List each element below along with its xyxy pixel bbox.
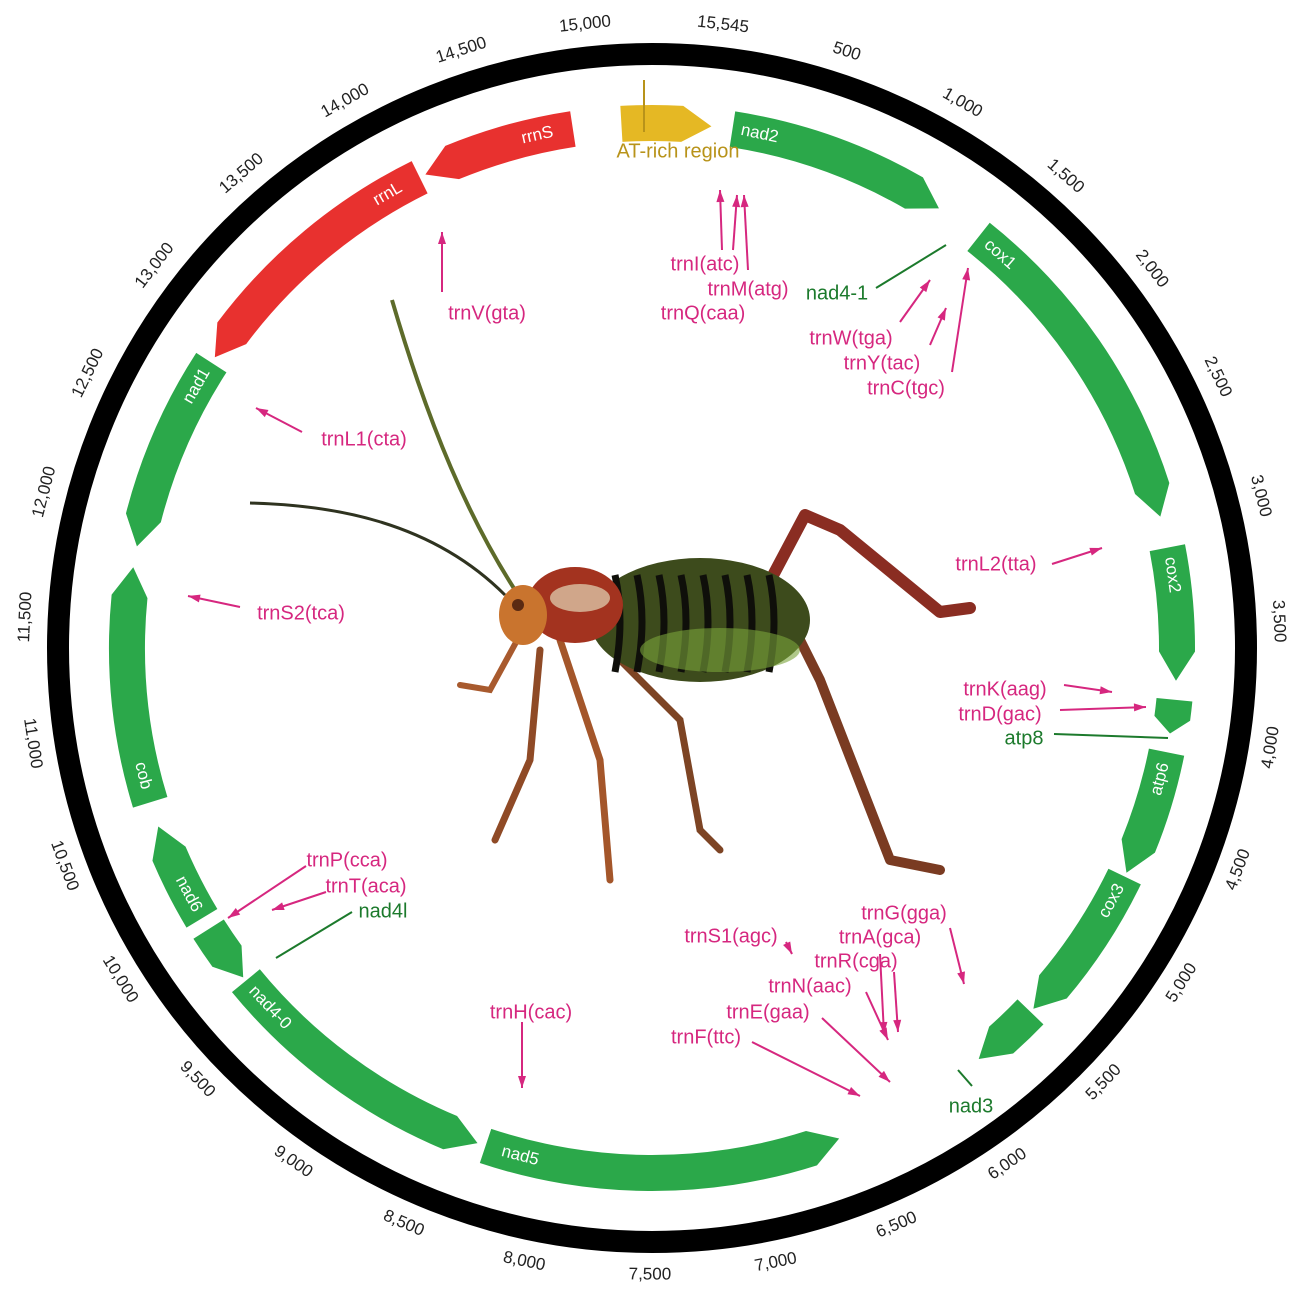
- tick-label: 11,500: [14, 591, 35, 643]
- leader-line: [276, 912, 352, 958]
- tick-label: 7,000: [753, 1248, 798, 1275]
- annotation-trnq-caa: trnQ(caa): [661, 302, 745, 324]
- tick-label: 1,000: [940, 83, 986, 121]
- tick-label: 12,000: [28, 464, 59, 519]
- leader-line: [876, 245, 946, 288]
- annotation-nad4-1: nad4-1: [806, 282, 868, 304]
- annotation-trna-gca: trnA(gca): [839, 926, 921, 948]
- annotation-trng-gga: trnG(gga): [861, 902, 947, 924]
- gene-nad1: [126, 353, 226, 547]
- trna-arrowhead: [438, 232, 446, 244]
- leader-line: [952, 268, 968, 372]
- annotation-trnl2-tta: trnL2(tta): [955, 553, 1036, 575]
- gene-at-rich-region: [620, 105, 711, 142]
- tick-label: 4,000: [1257, 725, 1283, 770]
- trna-arrowhead: [228, 908, 240, 918]
- leader-line: [752, 1042, 860, 1096]
- annotation-trnh-cac: trnH(cac): [490, 1001, 572, 1023]
- annotation-trnn-aac: trnN(aac): [768, 975, 851, 997]
- trna-arrowhead: [1100, 686, 1112, 694]
- annotation-trnm-atg: trnM(atg): [707, 278, 788, 300]
- leader-line: [822, 1018, 890, 1082]
- leader-line: [228, 866, 306, 918]
- tick-label: 6,500: [873, 1207, 920, 1241]
- trna-arrowhead: [272, 902, 285, 910]
- trna-arrowhead: [957, 971, 965, 984]
- trna-arrowhead: [962, 268, 970, 280]
- annotation-trns1-agc: trnS1(agc): [684, 925, 777, 947]
- annotation-trnk-aag: trnK(aag): [963, 678, 1046, 700]
- gene-cox1: [967, 223, 1169, 517]
- tick-label: 14,000: [318, 79, 373, 121]
- annotation-trnr-cga: trnR(cga): [814, 950, 897, 972]
- annotation-trns2-tca: trnS2(tca): [257, 602, 345, 624]
- annotation-trnd-gac: trnD(gac): [958, 703, 1041, 725]
- trna-arrowhead: [938, 308, 946, 321]
- tick-label: 6,000: [984, 1144, 1030, 1184]
- katydid-illustration: [250, 300, 970, 880]
- trna-arrowhead: [256, 408, 268, 417]
- tick-label: 3,500: [1269, 600, 1290, 643]
- annotation-atp8: atp8: [1005, 727, 1044, 749]
- leader-line: [1054, 734, 1168, 738]
- trna-arrowhead: [879, 1027, 888, 1040]
- annotation-nad3: nad3: [949, 1095, 994, 1117]
- annotation-trnl1-cta: trnL1(cta): [321, 428, 407, 450]
- tick-label: 14,500: [433, 33, 488, 67]
- trna-arrowhead: [741, 195, 749, 207]
- tick-label: 2,500: [1201, 353, 1237, 400]
- tick-label: 8,500: [381, 1206, 428, 1240]
- tick-label: 4,500: [1221, 846, 1254, 893]
- trna-arrowhead: [847, 1087, 860, 1096]
- trna-arrowhead: [783, 941, 792, 954]
- trna-arrowhead: [1089, 548, 1102, 556]
- tick-label: 5,000: [1162, 959, 1201, 1005]
- leader-line: [1060, 707, 1146, 710]
- tick-label: 500: [830, 38, 863, 65]
- trna-arrowhead: [518, 1076, 526, 1088]
- trna-arrowhead: [920, 280, 930, 292]
- tick-label: 8,000: [502, 1247, 548, 1274]
- tick-label: 12,500: [68, 345, 108, 400]
- gene-rrns: [425, 111, 575, 179]
- tick-label: 10,500: [47, 838, 83, 893]
- annotation-nad4l: nad4l: [359, 900, 408, 922]
- leader-line: [958, 1070, 972, 1086]
- annotation-trnt-aca: trnT(aca): [325, 875, 406, 897]
- tick-label: 9,000: [271, 1141, 317, 1181]
- tick-label: 2,000: [1132, 246, 1173, 291]
- tick-label: 1,500: [1044, 155, 1089, 197]
- annotation-trnf-ttc: trnF(ttc): [671, 1026, 741, 1048]
- tick-label: 7,500: [629, 1264, 672, 1283]
- annotation-trnc-tgc: trnC(tgc): [867, 377, 945, 399]
- trna-arrowhead: [716, 190, 724, 202]
- gene-atp8: [1154, 698, 1192, 733]
- tick-label: 3,000: [1247, 473, 1276, 519]
- annotation-trnv-gta: trnV(gta): [448, 302, 526, 324]
- annotation-at-rich-region: AT-rich region: [616, 140, 739, 162]
- annotation-trnw-tga: trnW(tga): [809, 327, 892, 349]
- tick-label: 15,545: [696, 12, 750, 37]
- gene-nad4l: [193, 919, 243, 977]
- annotation-trnp-cca: trnP(cca): [306, 849, 387, 871]
- tick-label: 11,000: [20, 717, 47, 770]
- tick-label: 15,000: [558, 11, 612, 35]
- trna-arrowhead: [1134, 703, 1146, 711]
- annotation-trne-gaa: trnE(gaa): [726, 1001, 809, 1023]
- annotation-trni-atc: trnI(atc): [671, 253, 740, 275]
- annotation-trny-tac: trnY(tac): [844, 352, 921, 374]
